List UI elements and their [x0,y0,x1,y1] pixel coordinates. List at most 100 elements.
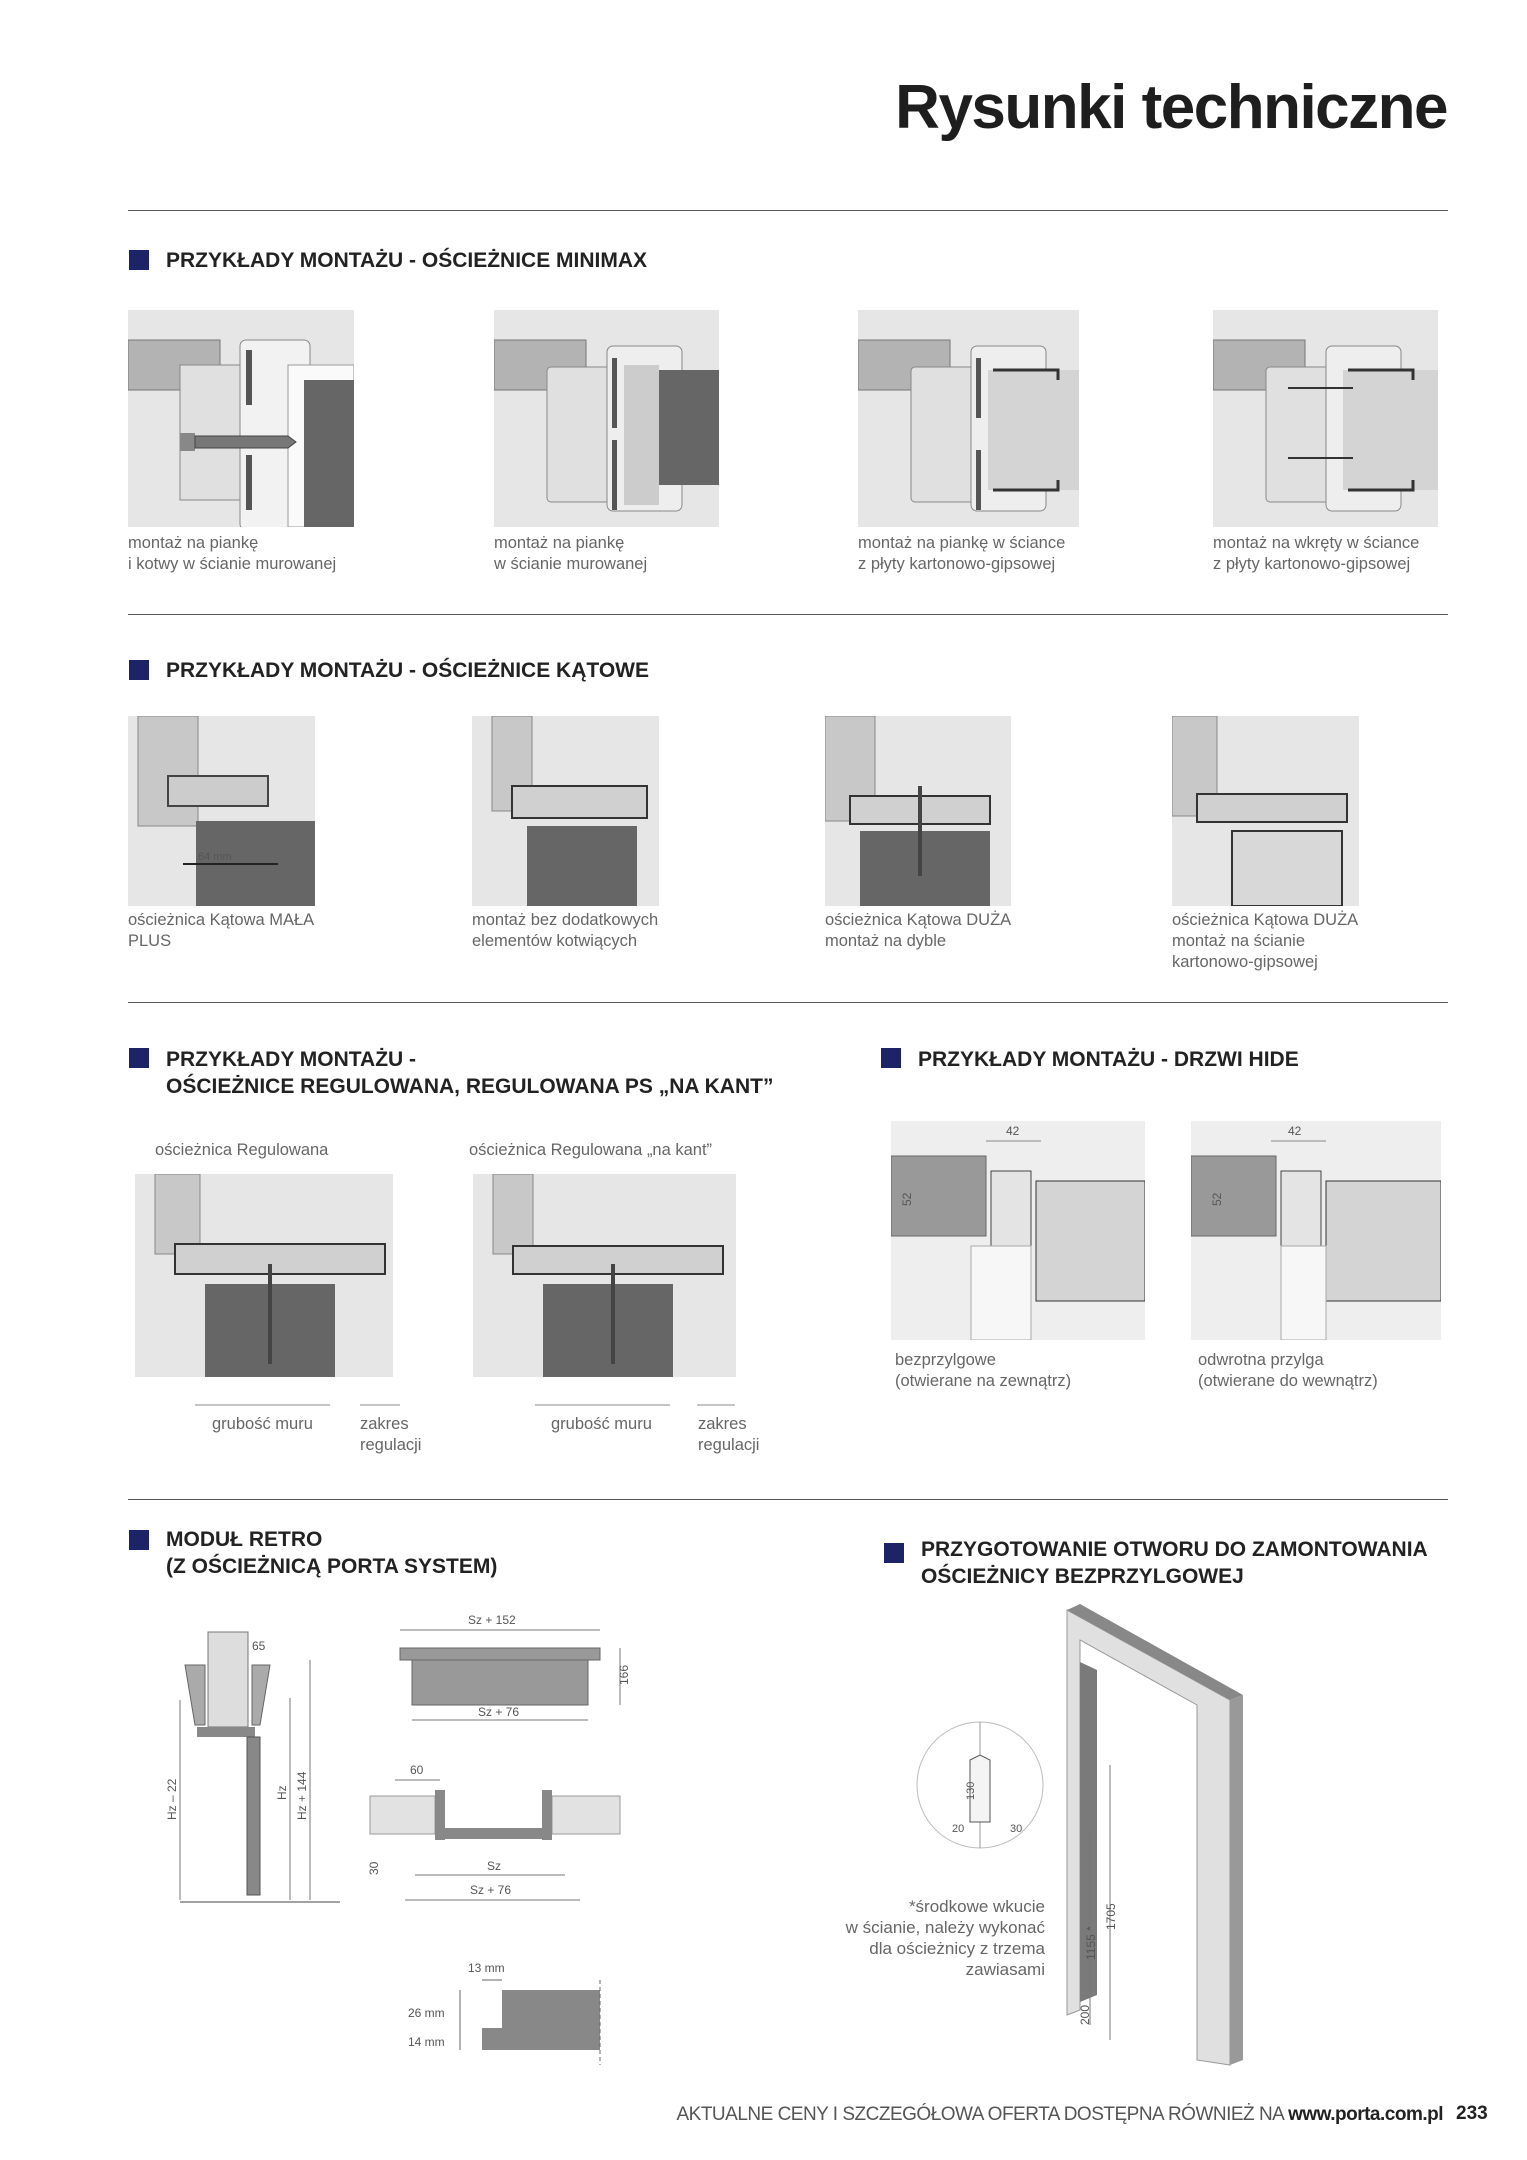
dimension-label: 200 [1078,2005,1092,2025]
dimension-label: 26 mm [408,2006,445,2020]
drawing-katowe-1: 64 mm [128,715,315,906]
drawing-hide-1: 42 52 [890,1121,1146,1341]
caption-line: bezprzylgowe [895,1351,996,1369]
dimension-label: 30 [1010,1823,1022,1835]
drawing-regulowana-1 [135,1173,393,1377]
caption: odwrotna przylga(otwierane do wewnątrz) [1198,1350,1378,1392]
section-marker-icon [129,250,149,270]
drawing-retro-plan: 60 30 Sz Sz + 76 [367,1763,621,1901]
footer-label: AKTUALNE CENY I SZCZEGÓŁOWA OFERTA DOSTĘ… [676,2104,1289,2125]
note-text: *środkowe wkucie w ścianie, należy wykon… [846,1896,1045,1980]
note-line: dla ościeżnicy z trzema [869,1939,1045,1958]
dimension-label: 13 mm [468,1961,505,1975]
heading-line: PRZYGOTOWANIE OTWORU DO ZAMONTOWANIA [921,1538,1428,1561]
section-heading-minimax: PRZYKŁADY MONTAŻU - OŚCIEŻNICE MINIMAX [166,249,648,272]
heading-line: OŚCIEŻNICY BEZPRZYLGOWEJ [921,1565,1244,1588]
dimension-label: 130 [965,1782,977,1800]
divider [128,210,1448,211]
dimension-label: 1155 * [1084,1926,1098,1960]
dimension-lines [195,1404,735,1406]
drawing-hide-2: 42 52 [1190,1121,1442,1341]
dimension-label: 14 mm [408,2035,445,2049]
heading-line: OŚCIEŻNICE REGULOWANA, REGULOWANA PS „NA… [166,1075,774,1098]
section-heading-katowe: PRZYKŁADY MONTAŻU - OŚCIEŻNICE KĄTOWE [166,659,649,682]
caption-line: montaż na piankę [494,534,625,552]
caption-line: montaż na piankę [128,534,259,552]
caption-line: montaż na wkręty w ściance [1213,534,1420,552]
dimension-label: Sz + 76 [478,1705,519,1719]
dimension-label: 20 [952,1823,964,1835]
label-line: zakres [360,1415,409,1433]
note-line: *środkowe wkucie [908,1897,1045,1916]
label-line: regulacji [698,1436,760,1454]
drawing-minimax-4 [1212,310,1438,527]
dimension-label: Sz + 76 [470,1883,511,1897]
section-marker-icon [881,1048,901,1068]
caption-line: montaż bez dodatkowych [472,911,659,929]
section-heading-regulowana: PRZYKŁADY MONTAŻU -OŚCIEŻNICE REGULOWANA… [166,1046,773,1100]
footer-text: AKTUALNE CENY I SZCZEGÓŁOWA OFERTA DOSTĘ… [676,2104,1443,2126]
caption: montaż na wkręty w ściance z płyty karton… [1213,533,1419,575]
caption-line: kartonowo-gipsowej [1172,953,1318,971]
divider [128,614,1448,615]
divider [128,1499,1448,1500]
label-line: zakres [698,1415,747,1433]
caption-line: elementów kotwiących [472,932,638,950]
caption-line: ościeżnica Kątowa MAŁA [128,911,315,929]
caption: montaż bez dodatkowych elementów kotwiący… [472,910,658,952]
dimension-label: 52 [1210,1192,1224,1206]
note-line: w ścianie, należy wykonać [845,1918,1045,1937]
section-marker-icon [129,1048,149,1068]
caption-line: w ścianie murowanej [494,555,648,573]
caption-line: i kotwy w ścianie murowanej [128,555,337,573]
caption-line: z płyty kartonowo-gipsowej [1213,555,1411,573]
section-marker-icon [129,1530,149,1550]
dimension-label: 60 [410,1763,424,1777]
heading-line: (Z OŚCIEŻNICĄ PORTA SYSTEM) [166,1555,498,1578]
section-marker-icon [884,1543,904,1563]
note-line: zawiasami [965,1960,1045,1979]
dimension-label: Hz [275,1785,289,1800]
caption: bezprzylgowe (otwierane na zewnątrz) [895,1350,1071,1392]
section-marker-icon [129,660,149,680]
drawing-label: ościeżnica Regulowana „na kant” [469,1141,713,1159]
website-link[interactable]: www.porta.com.pl [1288,2104,1443,2125]
caption-line: (otwierane na zewnątrz) [895,1372,1072,1390]
dimension-label: Sz + 152 [468,1613,516,1627]
caption-line: z płyty kartonowo-gipsowej [858,555,1056,573]
dimension-label: 30 [367,1861,381,1875]
dimension-label: 166 [617,1665,631,1685]
drawing-door-opening: 1705 1155 * 200 130 20 30 [916,1604,1243,2066]
dimension-label: 52 [900,1192,914,1206]
adjustment-range-label: zakres regulacji [698,1414,759,1456]
page-number: 233 [1456,2103,1488,2124]
section-heading-retro: MODUŁ RETRO (Z OŚCIEŻNICĄ PORTA SYSTEM) [166,1526,497,1580]
dimension-label: 1705 [1104,1903,1118,1930]
dimension-label: 42 [1288,1124,1302,1138]
dimension-label: 42 [1006,1124,1020,1138]
section-heading-otwor: PRZYGOTOWANIE OTWORU DO ZAMONTOWANIA OŚCI… [921,1536,1428,1590]
drawing-retro-section: 65 Hz – 22 Hz Hz + 144 [165,1631,340,1903]
drawing-retro-pediment: Sz + 152 166 Sz + 76 [399,1613,631,1721]
caption-line: (otwierane do wewnątrz) [1198,1372,1378,1390]
drawing-regulowana-2 [473,1173,736,1377]
drawing-retro-detail: 13 mm 26 mm 14 mm [408,1961,601,2065]
drawing-minimax-1 [127,310,355,531]
divider [128,1002,1448,1003]
section-heading-hide: PRZYKŁADY MONTAŻU - DRZWI HIDE [918,1048,1299,1071]
dimension-label: 65 [252,1639,266,1653]
caption: montaż na piankę i kotwy w ścianie murowa… [128,533,336,575]
caption: montaż na piankę w ścianie murowanej [494,533,647,575]
drawing-katowe-4 [1171,715,1359,907]
drawing-label: ościeżnica Regulowana [155,1141,329,1159]
caption-line: montaż na dyble [825,932,947,950]
caption-line: ościeżnica Kątowa DUŻA [1172,911,1359,929]
drawing-minimax-3 [857,310,1079,527]
wall-thickness-label: grubość muru [551,1415,652,1433]
heading-line: MODUŁ RETRO [166,1528,323,1551]
